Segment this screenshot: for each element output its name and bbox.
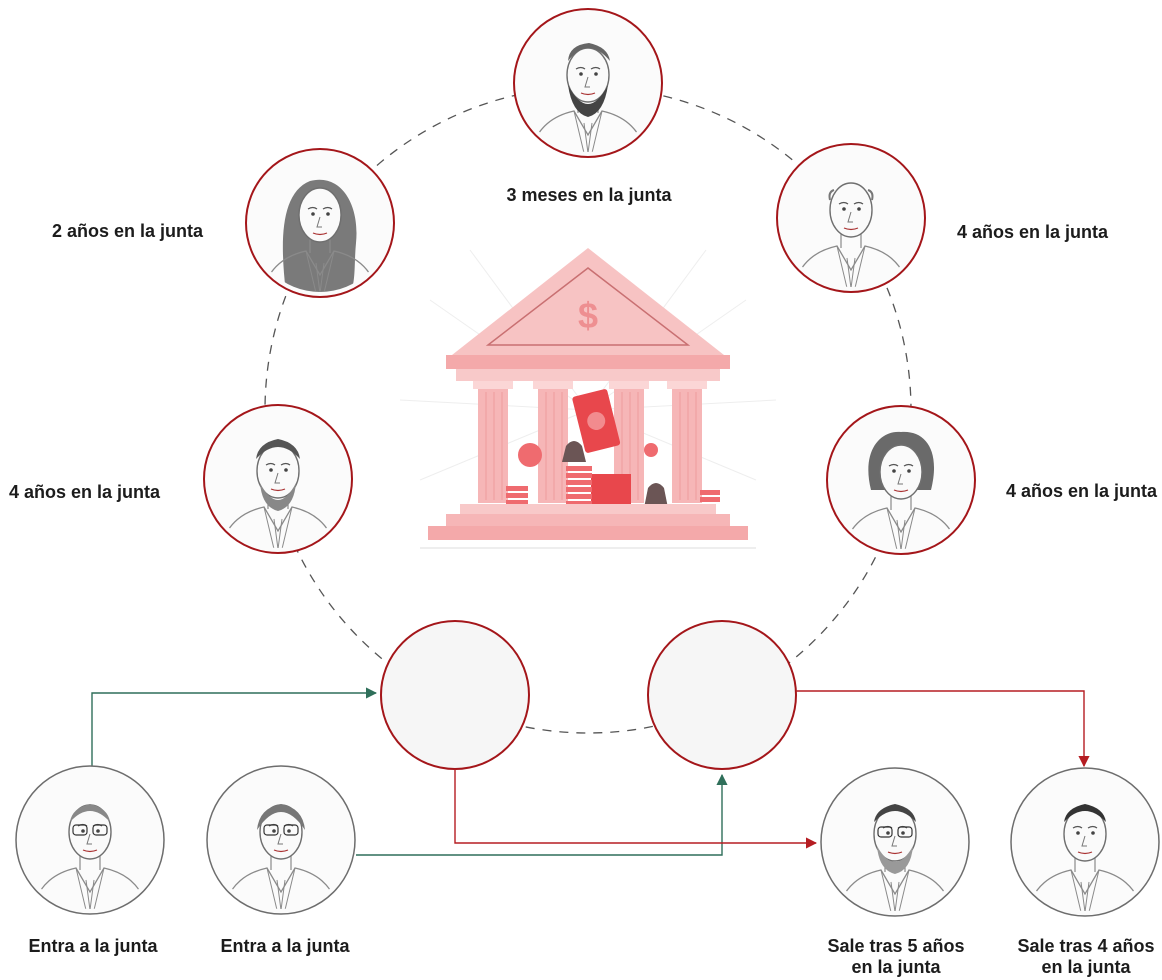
bank-dollar-symbol: $: [578, 295, 598, 336]
arrow-exit-1: [454, 769, 818, 849]
arrow-exit-2: [796, 690, 1090, 768]
outgoing-member-2: [1010, 767, 1160, 917]
board-member-upper-right: [776, 143, 926, 293]
label-incoming-1: Entra a la junta: [28, 936, 158, 956]
label-board-member-upper-right: 4 años en la junta: [956, 222, 1108, 242]
incoming-member-1: [15, 765, 165, 915]
label-board-member-middle-right: 4 años en la junta: [1005, 481, 1157, 501]
label-outgoing-2-line2: en la junta: [1041, 957, 1131, 977]
arrow-enter-1: [91, 687, 378, 766]
empty-seat-left: [380, 620, 530, 770]
board-member-top: [513, 8, 663, 158]
label-outgoing-1-line1: Sale tras 5 años: [827, 936, 965, 956]
label-outgoing-2: Sale tras 4 años en la junta: [1017, 936, 1154, 978]
label-board-member-upper-left: 2 años en la junta: [52, 221, 204, 241]
empty-seat-right: [647, 620, 797, 770]
central-bank-icon: $: [399, 248, 777, 549]
board-member-middle-right: [826, 405, 976, 555]
board-member-upper-left: [245, 148, 395, 298]
label-board-member-top: 3 meses en la junta: [506, 185, 672, 205]
label-board-member-middle-left: 4 años en la junta: [9, 482, 161, 502]
outgoing-member-1: [820, 767, 970, 917]
label-outgoing-2-line1: Sale tras 4 años: [1017, 936, 1155, 956]
label-outgoing-1-line2: en la junta: [851, 957, 941, 977]
board-member-middle-left: [203, 404, 353, 554]
incoming-member-2: [206, 765, 356, 915]
arrow-enter-2: [356, 773, 728, 856]
label-outgoing-1: Sale tras 5 años en la junta: [827, 936, 964, 978]
label-incoming-2: Entra a la junta: [220, 936, 350, 956]
